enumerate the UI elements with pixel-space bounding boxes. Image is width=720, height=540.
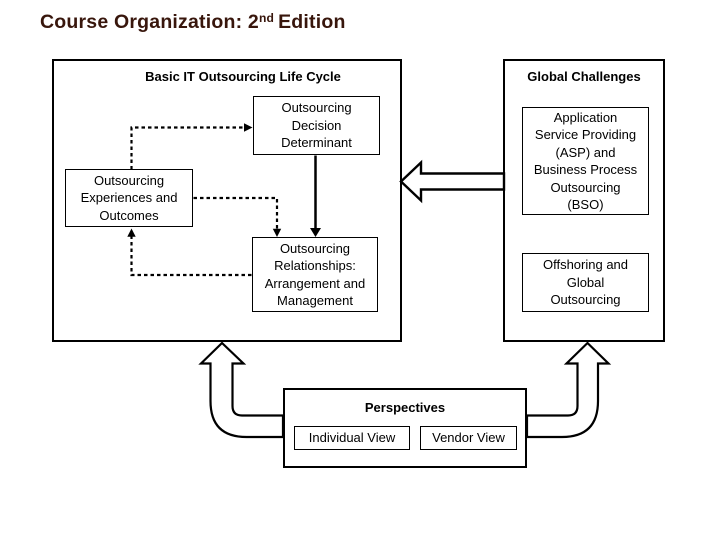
offshoring-box: Offshoring and Global Outsourcing [522, 253, 649, 312]
slide-title-tail: Edition [278, 11, 346, 34]
slide-title-superscript: nd [258, 11, 275, 25]
individual-view-box: Individual View [294, 426, 410, 450]
curved-arrow-perspectives-to-right-panel [525, 341, 612, 439]
life-cycle-panel-header: Basic IT Outsourcing Life Cycle [145, 69, 341, 84]
slide-title-main: Course Organization: 2 [40, 11, 259, 34]
relationships-management-box: Outsourcing Relationships: Arrangement a… [252, 237, 378, 312]
experiences-outcomes-box: Outsourcing Experiences and Outcomes [65, 169, 193, 227]
vendor-view-box: Vendor View [420, 426, 517, 450]
asp-bpo-box: Application Service Providing (ASP) and … [522, 107, 649, 215]
block-arrow-right-to-left [399, 159, 506, 204]
global-challenges-panel-header: Global Challenges [527, 69, 641, 84]
decision-determinant-box: Outsourcing Decision Determinant [253, 96, 380, 155]
perspectives-panel-header: Perspectives [364, 400, 446, 415]
curved-arrow-perspectives-to-left-panel [198, 341, 285, 439]
